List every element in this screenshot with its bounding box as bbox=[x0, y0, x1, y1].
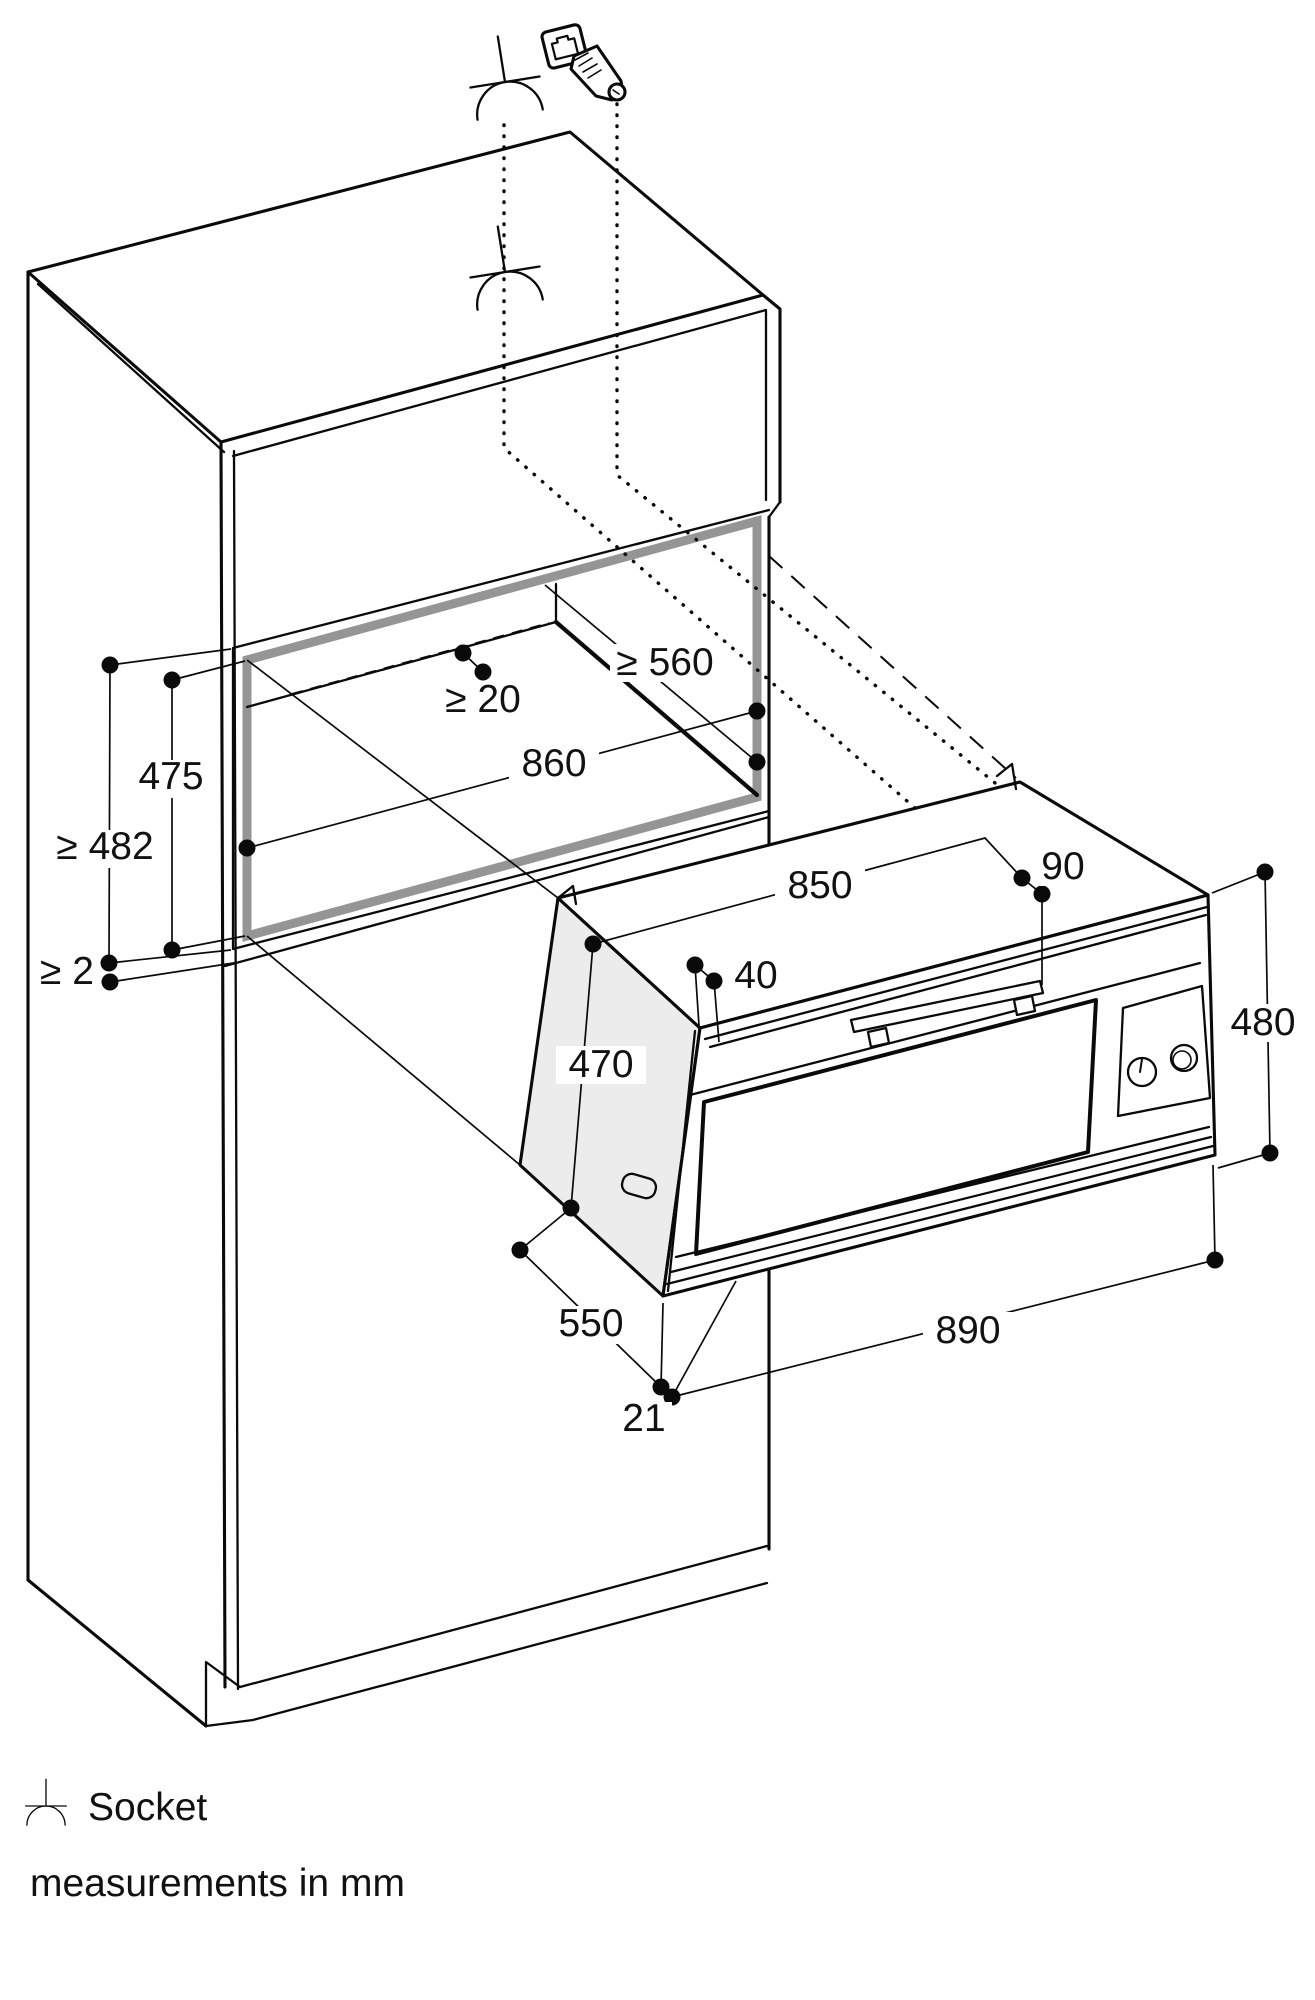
oven-knob-left bbox=[1126, 1056, 1158, 1088]
oven-knob-right bbox=[1169, 1043, 1199, 1073]
label-bottom-clearance: ≥ 2 bbox=[40, 950, 94, 993]
label-oven-front-height: 480 bbox=[1230, 1001, 1295, 1044]
oven-handle-bar bbox=[849, 979, 1045, 1034]
socket-projection-line-2 bbox=[615, 102, 1002, 789]
dimension-oven-body-width: 850 bbox=[592, 837, 1031, 945]
dimension-oven-body-depth: 550 bbox=[511, 1207, 670, 1396]
dimension-door-proud-depth: 21 bbox=[616, 1280, 737, 1440]
label-oven-body-width: 850 bbox=[787, 864, 852, 907]
dimension-niche-depth: ≥ 560 bbox=[544, 584, 766, 771]
dimension-niche-outer-height: ≥ 482 bbox=[48, 648, 232, 972]
legend-units-note: measurements in mm bbox=[30, 1862, 405, 1905]
label-niche-inner-height: 475 bbox=[138, 755, 203, 798]
label-niche-depth: ≥ 560 bbox=[616, 641, 713, 684]
cabinet-front-left-edge bbox=[219, 440, 227, 1689]
dimensions: ≥ 482 475 ≥ 2 ≥ 560 ≥ 20 bbox=[33, 584, 1310, 1440]
cabinet-bottom-front-band bbox=[204, 1544, 769, 1728]
dimension-wall-gap: ≥ 20 bbox=[438, 644, 530, 721]
label-wall-gap: ≥ 20 bbox=[445, 678, 521, 721]
label-oven-front-width: 890 bbox=[935, 1309, 1000, 1352]
cabinet bbox=[26, 130, 782, 1728]
niche-hidden-wall-line bbox=[291, 622, 550, 695]
oven-side-vent bbox=[620, 1172, 658, 1200]
socket-projection-line-1 bbox=[502, 123, 917, 810]
oven bbox=[518, 762, 1217, 1298]
oven-handle-feet bbox=[866, 994, 1037, 1049]
oven-knob-left-pointer bbox=[1139, 1058, 1143, 1073]
oven-back-corner-notches bbox=[556, 762, 1018, 906]
socket-icon-top bbox=[462, 29, 546, 122]
label-door-proud-depth: 21 bbox=[622, 1397, 665, 1440]
cabinet-front-left-edge-inner bbox=[232, 449, 240, 1691]
dimension-top-offset: 40 bbox=[686, 954, 784, 1043]
legend-socket-label: Socket bbox=[88, 1786, 207, 1829]
label-niche-width: 860 bbox=[521, 742, 586, 785]
oven-door-top-edge bbox=[688, 961, 1202, 1097]
alignment-line-top-right-dashed bbox=[768, 555, 1017, 779]
niche-floor-right-edge bbox=[553, 619, 760, 798]
label-top-offset: 40 bbox=[734, 954, 777, 997]
socket-legend-icon bbox=[25, 1778, 67, 1826]
socket-projection bbox=[502, 102, 1002, 810]
legend: Socket measurements in mm bbox=[25, 1778, 405, 1905]
dimension-oven-front-width: 890 bbox=[671, 1164, 1224, 1398]
dimension-oven-front-height: 480 bbox=[1211, 863, 1310, 1169]
dimension-bottom-clearance: ≥ 2 bbox=[33, 950, 241, 994]
label-niche-outer-height: ≥ 482 bbox=[56, 825, 153, 868]
dimension-niche-width: 860 bbox=[238, 702, 766, 857]
oven-knob-right-inner bbox=[1172, 1050, 1192, 1070]
cabinet-toe-kick bbox=[204, 1660, 242, 1728]
plug-icon bbox=[569, 44, 627, 102]
dimension-socket-offset: 90 bbox=[1021, 845, 1092, 985]
alignment-line-top-left bbox=[246, 659, 559, 899]
dimension-oven-body-height: 470 bbox=[556, 935, 646, 1217]
cabinet-right-edge-inner bbox=[764, 309, 782, 519]
dimension-niche-inner-height: 475 bbox=[126, 660, 246, 959]
cabinet-bottom-left-edge bbox=[26, 1578, 208, 1728]
alignment-lines bbox=[246, 555, 1017, 1166]
oven-top-trim-lines bbox=[703, 905, 1209, 1049]
label-oven-body-depth: 550 bbox=[558, 1302, 623, 1345]
alignment-line-bottom-left bbox=[246, 935, 521, 1166]
label-socket-offset: 90 bbox=[1041, 845, 1084, 888]
cabinet-top-edge-thickness bbox=[36, 282, 768, 458]
niche-outer-frame bbox=[231, 508, 771, 951]
cabinet-top-face bbox=[26, 130, 765, 444]
label-oven-body-height: 470 bbox=[568, 1043, 633, 1086]
oven-door-window bbox=[694, 998, 1098, 1256]
cabinet-lower-panel-top-edge bbox=[223, 815, 771, 968]
oven-door-left-edge bbox=[666, 1029, 697, 1293]
